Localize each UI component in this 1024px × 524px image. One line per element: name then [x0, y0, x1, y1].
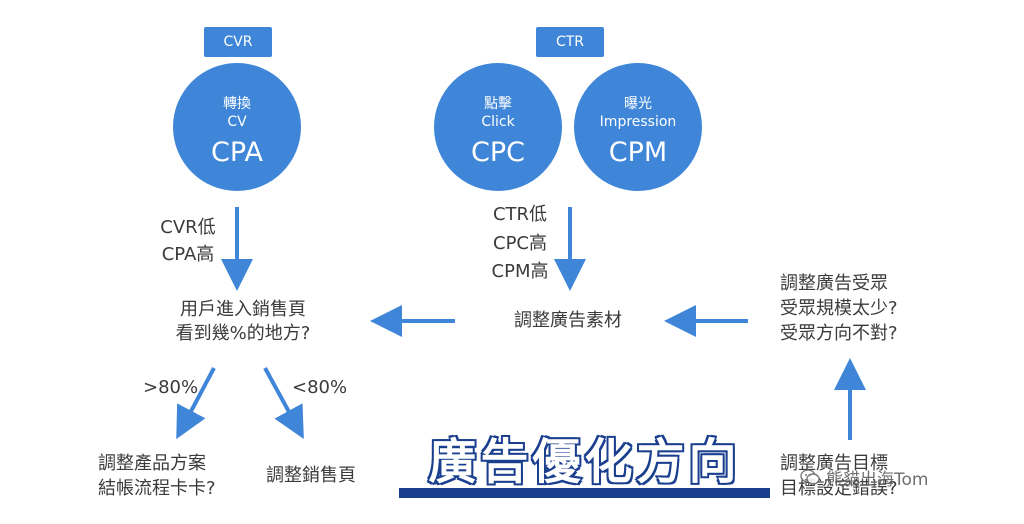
audience-line2: 受眾規模太少? — [780, 298, 898, 319]
watermark-text: 熊貓出海Tom — [826, 469, 929, 490]
cpa-circle-label-en: CV — [227, 114, 247, 130]
cpa-circle-label-zh: 轉換 — [223, 96, 251, 112]
wechat-icon — [800, 469, 820, 485]
title-banner-text: 廣告優化方向 — [427, 433, 741, 492]
ctr-low-label: CTR低 — [492, 204, 548, 225]
cpc-circle-metric: CPC — [471, 137, 525, 168]
audience-line3: 受眾方向不對? — [780, 323, 898, 344]
arrow-under80 — [263, 367, 304, 440]
goal-line1: 調整廣告目標 — [780, 453, 888, 474]
cpm-circle-label-zh: 曝光 — [624, 96, 652, 112]
cpm-high-label: CPM高 — [491, 261, 549, 282]
cpm-circle: 曝光 Impression CPM — [574, 63, 702, 191]
title-banner-bar — [399, 488, 770, 498]
cpc-circle: 點擊 Click CPC — [434, 63, 562, 191]
arrow-over80 — [176, 367, 216, 440]
title-banner: 廣告優化方向 — [399, 432, 770, 498]
cpc-high-label: CPC高 — [493, 233, 547, 254]
cvr-tag: CVR — [204, 27, 272, 57]
cpm-circle-metric: CPM — [608, 137, 668, 168]
cpc-circle-label-zh: 點擊 — [484, 96, 512, 112]
cpm-circle-label-en: Impression — [599, 114, 677, 130]
cpa-circle: 轉換 CV CPA — [173, 63, 301, 191]
adjust-creative-label: 調整廣告素材 — [514, 310, 622, 331]
over80-label: >80% — [143, 377, 199, 398]
under80-label: <80% — [292, 377, 348, 398]
audience-line1: 調整廣告受眾 — [780, 273, 888, 294]
cpa-high-label: CPA高 — [161, 244, 215, 265]
ctr-tag: CTR — [536, 27, 604, 57]
cpa-circle-metric: CPA — [211, 137, 263, 168]
product-line2: 結帳流程卡卡? — [98, 478, 216, 499]
user-sales-page-line2: 看到幾%的地方? — [175, 323, 311, 344]
product-line1: 調整產品方案 — [98, 453, 206, 474]
cpc-circle-label-en: Click — [481, 114, 515, 130]
cvr-low-label: CVR低 — [160, 217, 216, 238]
adjust-sales-page-label: 調整銷售頁 — [266, 465, 356, 486]
watermark: 熊貓出海Tom — [800, 462, 928, 492]
user-sales-page-line1: 用戶進入銷售頁 — [180, 299, 306, 320]
